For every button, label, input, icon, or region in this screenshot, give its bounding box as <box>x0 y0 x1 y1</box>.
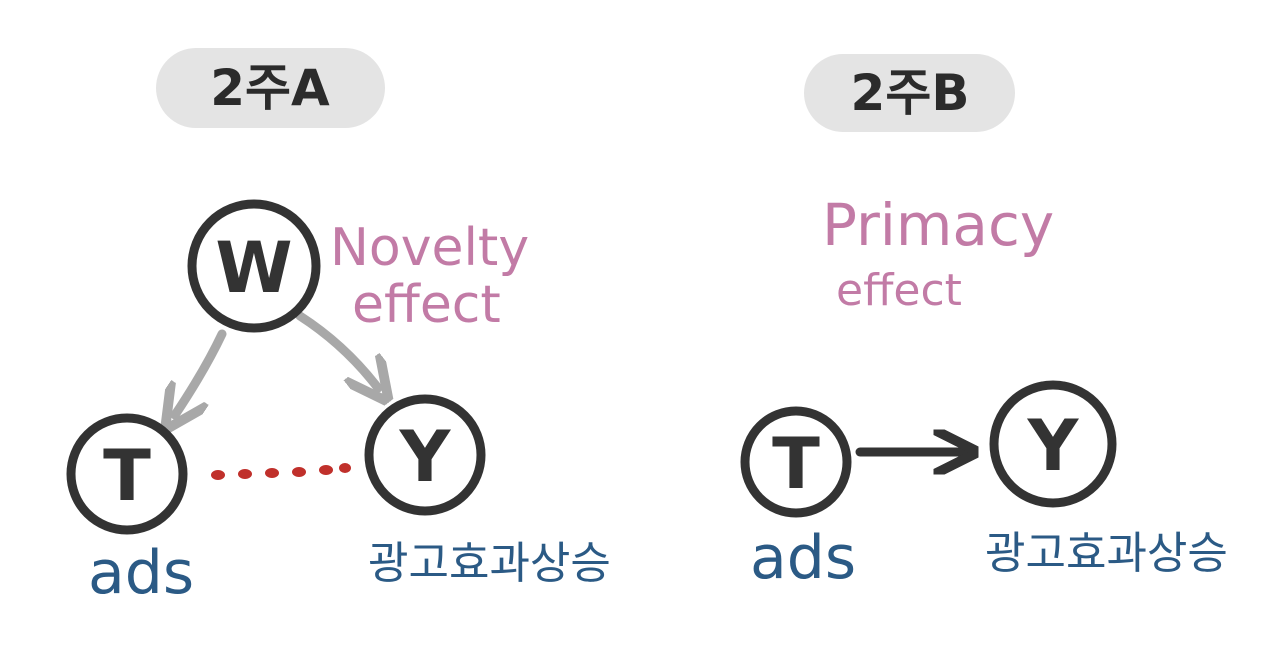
left-title-badge: 2주A <box>156 48 385 128</box>
dot <box>265 468 279 478</box>
left-title: 2주A <box>210 59 330 117</box>
dot <box>339 463 351 473</box>
dot <box>292 467 306 477</box>
node-t-left-circle <box>66 413 188 535</box>
node-t-right-circle <box>740 406 852 518</box>
outcome-caption-left: 광고효과상승 <box>368 538 611 589</box>
right-title-badge: 2주B <box>804 54 1015 132</box>
right-panel: 2주B Primacy effect T ads Y 광고효과상승 <box>740 54 1228 593</box>
dot <box>238 469 252 479</box>
primacy-annotation-line2: effect <box>836 265 962 316</box>
outcome-caption-right: 광고효과상승 <box>985 528 1228 579</box>
dot <box>319 465 333 475</box>
spurious-dotted-link <box>211 463 351 480</box>
node-y-right: Y <box>989 380 1117 508</box>
node-t-right-label: T <box>772 423 820 505</box>
right-title: 2주B <box>851 64 970 122</box>
node-w-circle <box>187 199 321 333</box>
right-title-pill <box>804 54 1015 132</box>
node-t-left-label: T <box>103 435 151 517</box>
node-y-right-label: Y <box>1027 405 1080 487</box>
treatment-caption-left: ads <box>88 538 194 608</box>
arrow-w-to-t <box>175 329 227 415</box>
node-w: W <box>187 199 321 333</box>
novelty-annotation-line2: effect <box>352 275 501 335</box>
node-y-left-circle <box>364 394 486 516</box>
left-panel: 2주A W Novelty effect T ads <box>66 48 611 608</box>
node-y-left: Y <box>364 394 486 516</box>
node-t-left: T <box>66 413 188 535</box>
node-w-label: W <box>215 227 292 309</box>
left-title-pill <box>156 48 385 128</box>
node-y-right-circle <box>989 380 1117 508</box>
primacy-annotation-line1: Primacy <box>822 191 1054 259</box>
node-y-left-label: Y <box>399 416 452 498</box>
arrow-w-to-y <box>295 311 378 388</box>
node-t-right: T <box>740 406 852 518</box>
dot <box>211 470 225 480</box>
novelty-annotation-line1: Novelty <box>330 218 529 278</box>
treatment-caption-right: ads <box>750 523 856 593</box>
